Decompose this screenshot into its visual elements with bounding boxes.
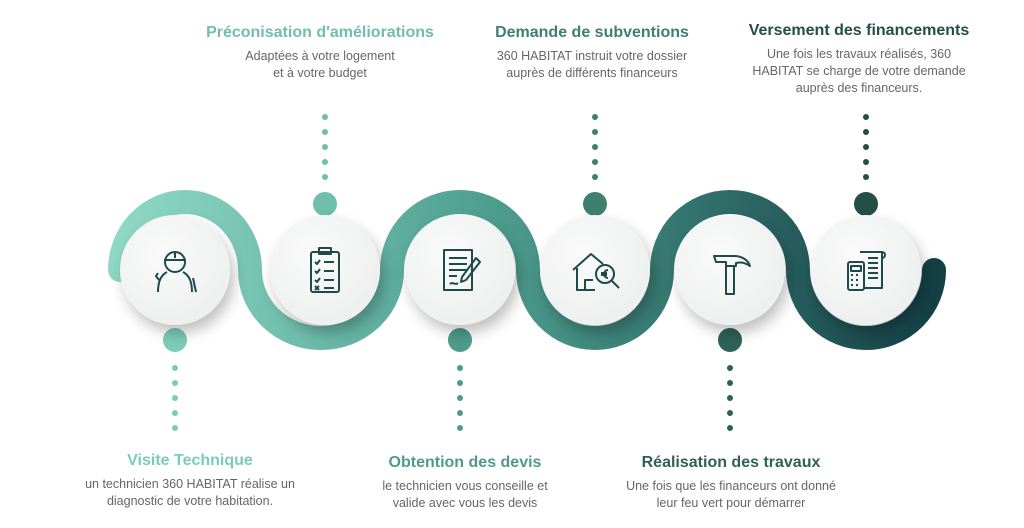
connector-dot [172,425,178,431]
connector-dot [592,129,598,135]
step-description: Adaptées à votre logement et à votre bud… [245,49,395,80]
step-title: Préconisation d'améliorations [206,24,434,41]
connector-dot [727,380,733,386]
connector-node [854,192,878,216]
connector-dot [863,144,869,150]
connector-dot [592,144,598,150]
hammer-icon [713,255,751,295]
step-title: Demande de subventions [495,24,689,41]
connector-node [583,192,607,216]
connector-dot [727,410,733,416]
connector-node [163,328,187,352]
technician-icon [155,251,197,293]
connector-dot [727,395,733,401]
connector-dot [727,365,733,371]
connector-node [313,192,337,216]
connector-dot [172,380,178,386]
connector-dot [322,174,328,180]
connector-dot [172,410,178,416]
step-title: Visite Technique [127,452,253,469]
step-title: Versement des financements [748,22,970,39]
step-obtention-devis: Obtention des devis le technicien vous c… [335,454,595,512]
connector-dot [727,425,733,431]
connector-dot [322,144,328,150]
step-description: un technicien 360 HABITAT réalise un dia… [85,477,295,508]
step-circle [811,215,921,325]
connector-dot [322,159,328,165]
step-circle [540,215,650,325]
step-circle [270,215,380,325]
connector-dot [457,410,463,416]
step-title: Obtention des devis [388,454,542,471]
connector-dot [172,395,178,401]
step-circle [405,215,515,325]
connector-dot [863,159,869,165]
signed-document-icon [443,249,481,291]
connector-dot [172,365,178,371]
connector-dot [592,174,598,180]
step-description: Une fois les travaux réalisés, 360 HABIT… [752,47,966,95]
connector-node [718,328,742,352]
step-visite-technique: Visite Technique un technicien 360 HABIT… [60,452,320,510]
checklist-clipboard-icon [310,247,340,293]
connector-dot [863,114,869,120]
connector-dot [863,129,869,135]
step-description: 360 HABITAT instruit votre dossier auprè… [496,49,688,80]
connector-dot [592,159,598,165]
step-preconisation: Préconisation d'améliorations Adaptées à… [190,24,450,82]
calculator-receipt-icon [847,251,886,291]
connector-dot [863,174,869,180]
step-circle [675,215,785,325]
house-euro-search-icon [572,253,620,291]
step-description: le technicien vous conseille et valide a… [382,479,548,510]
connector-dot [592,114,598,120]
connector-dot [322,114,328,120]
connector-dot [457,365,463,371]
connector-dot [457,425,463,431]
connector-node [448,328,472,352]
step-versement-financements: Versement des financements Une fois les … [729,22,989,97]
connector-dot [457,395,463,401]
connector-dot [322,129,328,135]
connector-dot [457,380,463,386]
step-title: Réalisation des travaux [641,454,821,471]
step-demande-subventions: Demande de subventions 360 HABITAT instr… [462,24,722,82]
step-description: Une fois que les financeurs ont donné le… [626,479,836,510]
step-circle [120,215,230,325]
step-realisation-travaux: Réalisation des travaux Une fois que les… [601,454,861,512]
